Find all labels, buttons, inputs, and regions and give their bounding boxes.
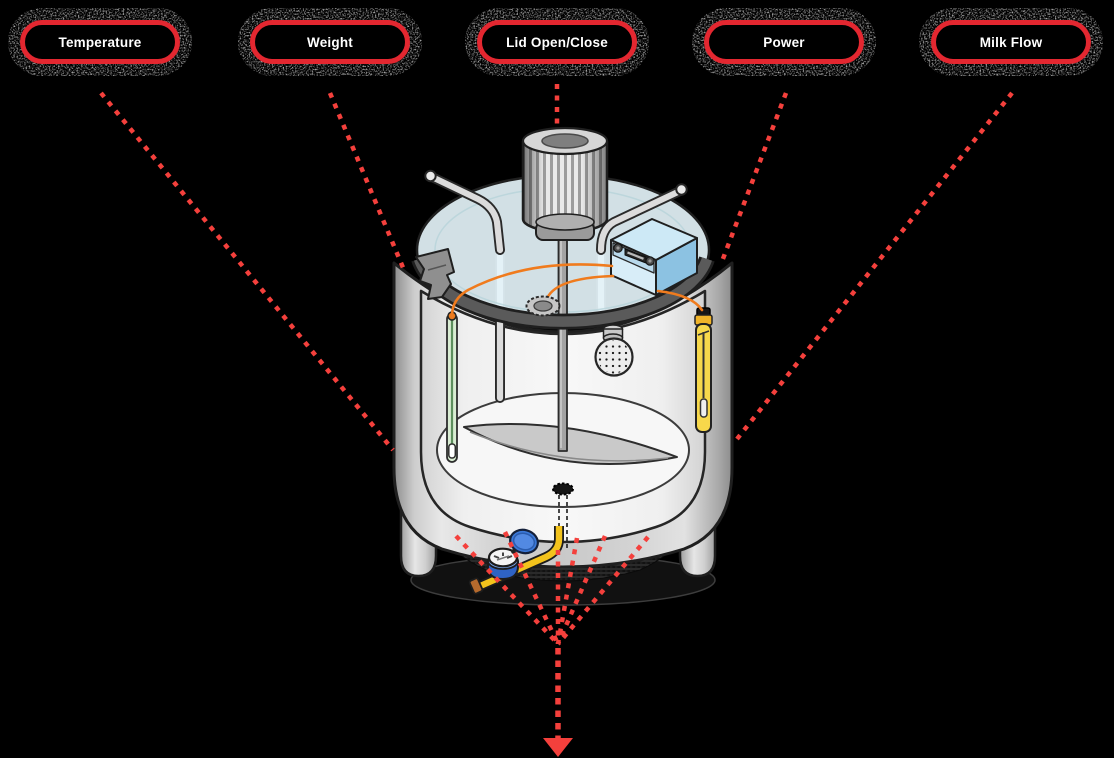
agitator-paddle (463, 423, 678, 465)
spray-pipe-right (596, 183, 688, 255)
connector-temperature (99, 91, 395, 452)
converge-line-6 (556, 535, 650, 646)
converge-line-1 (454, 534, 560, 646)
converge-line-5 (555, 535, 608, 645)
label-lid-open-close-text: Lid Open/Close (506, 34, 608, 50)
label-milk-flow: Milk Flow (931, 20, 1091, 64)
label-temperature: Temperature (20, 20, 180, 64)
cable-to-thermometer (450, 263, 614, 318)
cable-to-level-sensor (656, 289, 704, 312)
dip-pipe-left (424, 169, 505, 255)
connector-weight (327, 92, 407, 271)
meter-lid-open (509, 528, 539, 555)
label-power-text: Power (763, 34, 805, 50)
down-arrow-head-icon (543, 738, 573, 757)
label-lid-open-close: Lid Open/Close (477, 20, 637, 64)
connectors (99, 84, 1014, 452)
flow-meter (468, 526, 564, 595)
converging-lines (454, 531, 650, 646)
agitator-motor (521, 126, 609, 241)
tank-illustration (392, 126, 734, 606)
label-milk-flow-text: Milk Flow (979, 34, 1043, 50)
spray-ball (594, 324, 634, 377)
lid-hinge (415, 248, 455, 300)
connector-power (718, 92, 789, 265)
level-sensor (694, 307, 713, 433)
thermometer-sensor (446, 311, 458, 463)
control-box (610, 218, 698, 296)
down-arrow (543, 648, 573, 757)
lid-sensor-port (525, 295, 561, 317)
label-weight: Weight (250, 20, 410, 64)
converge-line-2 (502, 531, 561, 645)
label-weight-text: Weight (307, 34, 353, 50)
label-power: Power (704, 20, 864, 64)
label-temperature-text: Temperature (58, 34, 142, 50)
connector-milk-flow (735, 91, 1014, 441)
